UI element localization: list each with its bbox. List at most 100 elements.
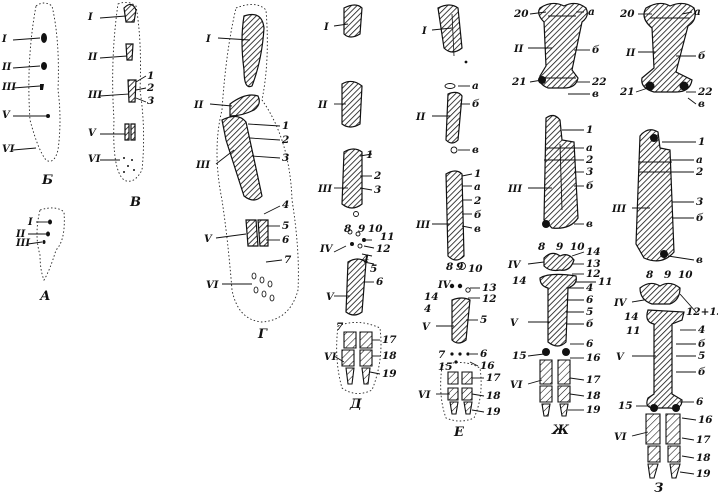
svg-text:a: a (472, 80, 479, 92)
svg-text:б: б (592, 44, 600, 56)
svg-text:II: II (513, 44, 524, 55)
svg-text:8: 8 (446, 261, 454, 273)
svg-text:14: 14 (512, 275, 527, 287)
svg-text:15: 15 (618, 400, 633, 412)
svg-text:4: 4 (282, 199, 289, 211)
svg-text:1: 1 (147, 70, 154, 82)
svg-text:б: б (472, 98, 480, 110)
svg-text:4: 4 (362, 253, 369, 265)
svg-text:5: 5 (370, 263, 377, 275)
svg-text:13: 13 (586, 258, 601, 270)
svg-text:IV: IV (507, 260, 522, 271)
svg-text:I: I (87, 12, 93, 23)
panel-letter-b: Б (41, 173, 53, 188)
panel-letter-e: Е (453, 425, 465, 440)
svg-text:II: II (15, 229, 26, 240)
svg-text:I: I (323, 22, 329, 33)
panel-d: I II III IV V VI 1 2 3 8 9 10 11 12 4 5 … (317, 4, 397, 412)
svg-text:II: II (415, 112, 426, 123)
svg-text:в: в (472, 144, 479, 156)
panel-letter-a: А (39, 289, 51, 304)
panel-z: 20 a II б 21 22 в 1 a 2 III 3 б в 8 9 10… (611, 2, 718, 496)
svg-text:12+13: 12+13 (686, 306, 718, 318)
svg-text:21: 21 (619, 86, 635, 98)
svg-text:в: в (696, 254, 703, 266)
svg-text:18: 18 (586, 390, 601, 402)
svg-text:в: в (698, 98, 705, 110)
svg-text:a: a (694, 6, 701, 18)
svg-text:19: 19 (586, 404, 601, 416)
svg-text:a: a (588, 6, 595, 18)
svg-text:18: 18 (382, 350, 397, 362)
svg-text:10: 10 (468, 263, 483, 275)
svg-text:2: 2 (146, 82, 154, 94)
svg-text:19: 19 (486, 406, 501, 418)
svg-text:3: 3 (696, 196, 703, 208)
svg-text:VI: VI (418, 390, 431, 401)
svg-text:IV: IV (437, 280, 452, 291)
svg-text:I: I (1, 34, 7, 45)
svg-text:14: 14 (624, 311, 639, 323)
svg-text:б: б (698, 50, 706, 62)
panel-g: I II III V VI 1 2 3 4 5 6 7 Г (193, 4, 299, 342)
svg-text:III: III (507, 184, 522, 195)
svg-text:17: 17 (486, 372, 501, 384)
svg-text:1: 1 (282, 120, 289, 132)
svg-text:9: 9 (556, 241, 564, 253)
svg-text:IV: IV (319, 244, 334, 255)
svg-text:4: 4 (424, 303, 431, 315)
svg-text:б: б (474, 209, 482, 221)
svg-text:14: 14 (424, 291, 439, 303)
panel-b: I II III V VI Б (1, 2, 61, 188)
svg-text:11: 11 (380, 231, 395, 243)
svg-text:19: 19 (696, 468, 711, 480)
svg-text:а: а (474, 181, 481, 193)
svg-text:V: V (88, 128, 97, 139)
panel-e: I II III IV V VI a б в 1 а 2 б в 8 9 10 … (415, 4, 501, 440)
svg-text:17: 17 (696, 434, 711, 446)
svg-text:5: 5 (586, 306, 593, 318)
svg-text:9: 9 (456, 261, 464, 273)
svg-text:12: 12 (586, 268, 601, 280)
svg-text:2: 2 (373, 170, 381, 182)
svg-text:14: 14 (586, 246, 601, 258)
svg-text:20: 20 (619, 8, 635, 20)
svg-text:5: 5 (282, 220, 289, 232)
svg-text:в: в (586, 218, 593, 230)
svg-text:II: II (317, 100, 328, 111)
svg-text:7: 7 (284, 254, 292, 266)
svg-text:3: 3 (374, 184, 381, 196)
svg-text:10: 10 (570, 241, 585, 253)
svg-text:2: 2 (695, 166, 703, 178)
svg-text:I: I (205, 34, 211, 45)
svg-text:7: 7 (336, 321, 344, 333)
svg-text:V: V (2, 110, 11, 121)
svg-text:6: 6 (696, 396, 704, 408)
svg-text:4: 4 (698, 324, 705, 336)
svg-text:8: 8 (344, 223, 352, 235)
svg-text:3: 3 (147, 95, 154, 107)
svg-text:3: 3 (586, 166, 593, 178)
svg-text:V: V (422, 322, 431, 333)
svg-text:a: a (696, 154, 703, 166)
svg-text:б: б (698, 338, 706, 350)
svg-text:VI: VI (2, 144, 15, 155)
svg-text:18: 18 (486, 390, 501, 402)
svg-text:4: 4 (586, 282, 593, 294)
svg-text:VI: VI (206, 280, 219, 291)
svg-text:I: I (27, 217, 33, 228)
svg-text:17: 17 (586, 374, 601, 386)
svg-text:II: II (1, 62, 12, 73)
svg-text:VI: VI (614, 432, 627, 443)
svg-text:2: 2 (585, 154, 593, 166)
svg-text:19: 19 (382, 368, 397, 380)
svg-text:V: V (616, 352, 625, 363)
svg-text:6: 6 (586, 294, 594, 306)
svg-text:6: 6 (282, 234, 290, 246)
svg-text:б: б (586, 318, 594, 330)
panel-a: I II III А (15, 207, 65, 304)
svg-text:1: 1 (586, 124, 593, 136)
svg-text:III: III (87, 90, 102, 101)
